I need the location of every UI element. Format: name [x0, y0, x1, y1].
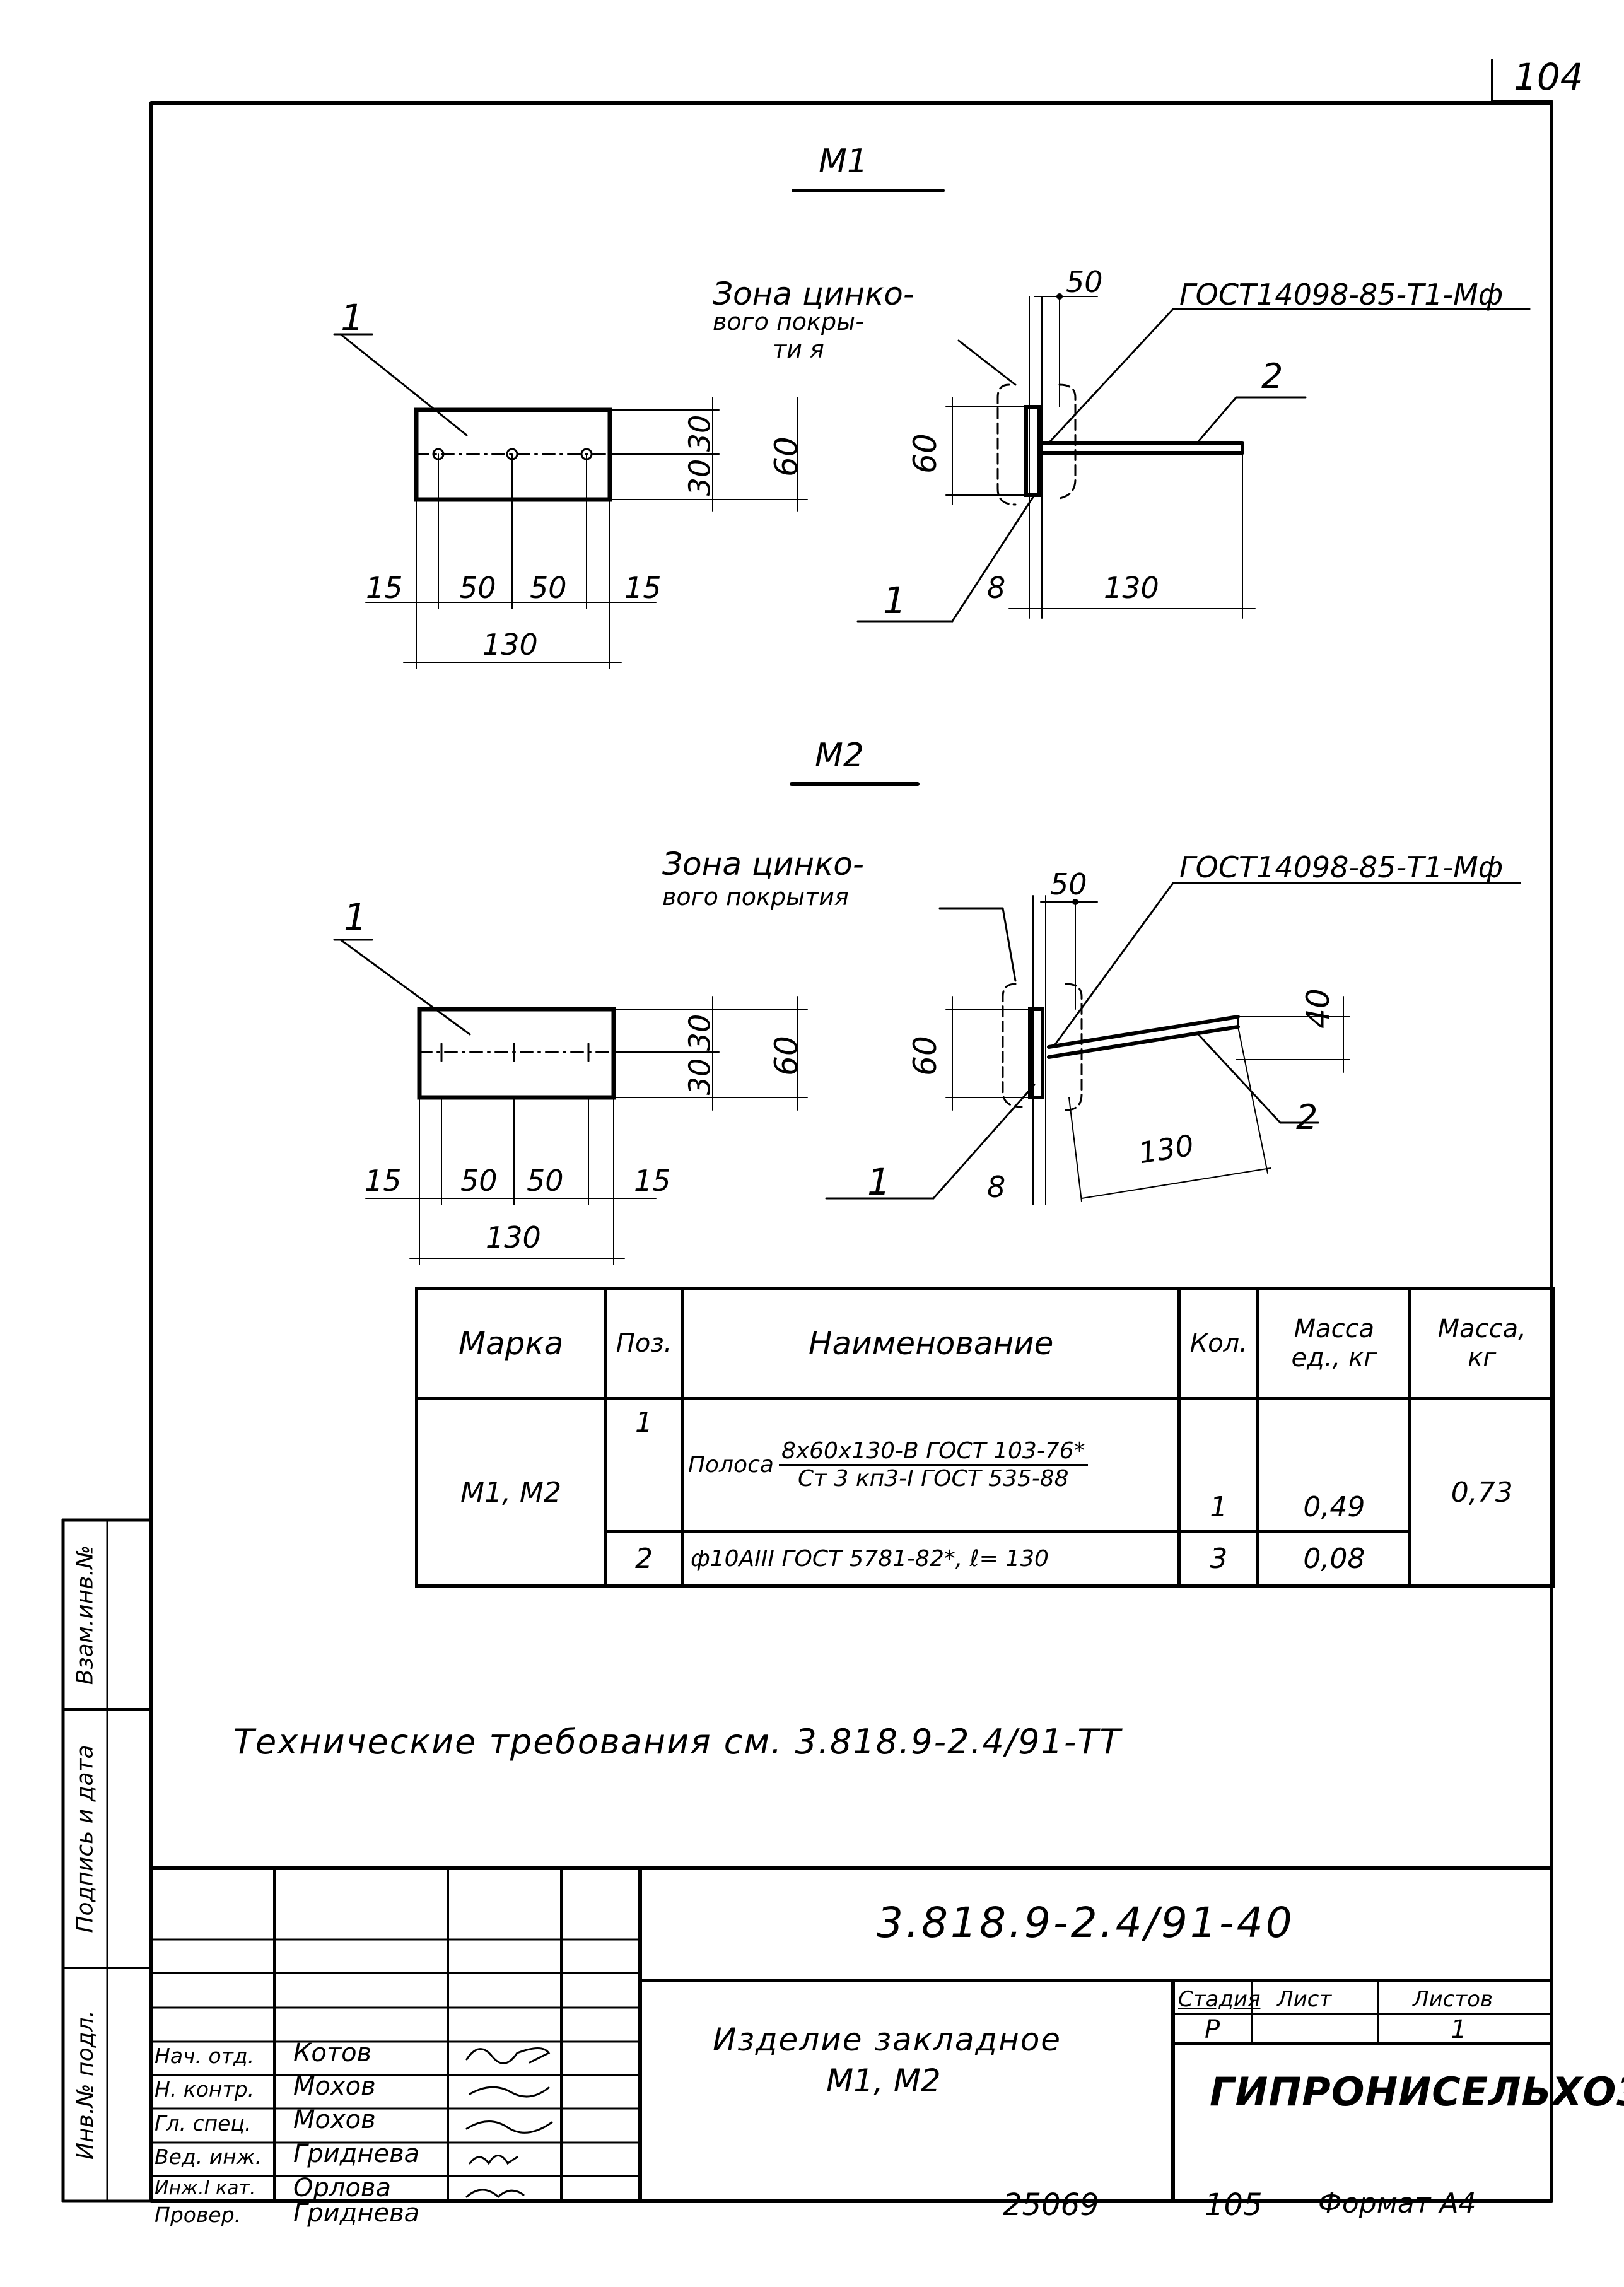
role-0: Нач. отд.	[155, 2044, 255, 2068]
header-mass-unit-line2: ед., кг	[1291, 1343, 1377, 1372]
m1-zone-line2: вого покры-	[713, 308, 864, 336]
cell-name-1: Полоса 8x60x130-В ГОСТ 103-76* Ст 3 кп3-…	[681, 1397, 1181, 1533]
m2-plan-pos1: 1	[344, 896, 367, 939]
side-stamp-replaced-inv-label: Взам.инв.№	[72, 1545, 98, 1685]
m1-dim-v60: 60	[768, 436, 805, 477]
m2-dim-130: 130	[486, 1220, 541, 1255]
role-1: Н. контр.	[155, 2077, 255, 2102]
name-1-bottom: Ст 3 кп3-I ГОСТ 535-88	[797, 1466, 1069, 1492]
product-name-line2: М1, М2	[826, 2062, 941, 2099]
name-1-top: 8x60x130-В ГОСТ 103-76*	[778, 1438, 1088, 1466]
m1-side-dim-8: 8	[987, 571, 1006, 605]
m1-dim-v30b: 30	[682, 459, 717, 496]
organization-name: ГИПРОНИСЕЛЬХОЗ	[1210, 2069, 1624, 2115]
name-1-prefix: Полоса	[687, 1452, 774, 1478]
header-qty: Кол.	[1177, 1287, 1260, 1400]
m2-title: М2	[815, 737, 864, 775]
cell-qty-2: 3	[1177, 1530, 1260, 1588]
role-4: Инж.I кат.	[155, 2177, 256, 2199]
m1-zone-line3: ти я	[773, 336, 824, 363]
m2-side-dim-60: 60	[906, 1036, 943, 1076]
header-mark: Марка	[414, 1287, 607, 1400]
m2-dim-v60: 60	[768, 1036, 805, 1076]
cell-mass-unit-2: 0,08	[1256, 1530, 1412, 1588]
person-3: Гриднева	[293, 2139, 420, 2168]
m2-dim-v30a: 30	[682, 1014, 717, 1051]
side-stamp-inv-original-label: Инв.№ подл.	[72, 2009, 98, 2160]
cell-mass-unit-1: 0,49	[1256, 1397, 1412, 1533]
side-stamp-signature-date-label: Подпись и дата	[72, 1744, 98, 1933]
sheets-label: Листов	[1413, 1987, 1493, 2012]
m1-side-pos1: 1	[883, 579, 906, 622]
header-pos: Поз.	[604, 1287, 684, 1400]
stage-label: Стадия	[1178, 1987, 1261, 2012]
m2-dim-50a: 50	[460, 1164, 498, 1198]
m1-dim-50b: 50	[530, 571, 567, 605]
m2-pos2: 2	[1296, 1097, 1318, 1137]
m2-dim-15a: 15	[365, 1164, 402, 1198]
m1-pos2: 2	[1261, 356, 1283, 396]
person-1: Мохов	[293, 2072, 376, 2101]
side-stamp-inv-original: Инв.№ подл.	[63, 1968, 107, 2201]
m2-side-dim-50: 50	[1050, 867, 1087, 901]
m1-zone-label: Зона цинко- вого покры- ти я	[713, 276, 914, 363]
m2-zone-line2: вого покрытия	[662, 883, 849, 911]
m1-side-dim-50: 50	[1066, 265, 1103, 299]
m1-side-dim-130: 130	[1104, 571, 1159, 605]
person-5: Гриднева	[293, 2199, 420, 2228]
cell-name-2: ф10АIII ГОСТ 5781-82*, ℓ= 130	[681, 1530, 1181, 1588]
m1-dim-v30a: 30	[682, 414, 717, 452]
header-mass-line2: кг	[1468, 1343, 1497, 1372]
m1-zone-line1: Зона цинко-	[713, 276, 914, 312]
footer-format: Формат А4	[1318, 2187, 1476, 2220]
header-mass-unit: Масса ед., кг	[1256, 1287, 1412, 1400]
m2-side-dim-8: 8	[987, 1170, 1006, 1204]
stage-value: Р	[1205, 2015, 1220, 2044]
role-5: Провер.	[155, 2202, 242, 2227]
m1-side-dim-60: 60	[906, 433, 943, 474]
m1-dim-130: 130	[482, 628, 538, 662]
m1-dim-50a: 50	[459, 571, 496, 605]
signatures-image	[465, 2047, 553, 2199]
person-4: Орлова	[293, 2173, 391, 2202]
cell-qty-1: 1	[1177, 1397, 1260, 1533]
spec-table: Марка Поз. Наименование Кол. Масса ед., …	[414, 1287, 1555, 1588]
m2-gost-weld: ГОСТ14098-85-Т1-Мф	[1179, 850, 1504, 884]
cell-pos-1: 1	[604, 1397, 684, 1533]
side-stamp-replaced-inv: Взам.инв.№	[63, 1520, 107, 1709]
m1-plan-pos1: 1	[341, 296, 364, 339]
sheet-number: 104	[1514, 56, 1584, 98]
m1-dim-15a: 15	[366, 571, 403, 605]
header-mass-line1: Масса,	[1437, 1314, 1526, 1343]
header-mass-unit-line1: Масса	[1294, 1314, 1375, 1343]
sheets-value: 1	[1451, 2015, 1467, 2044]
cell-mark: М1, М2	[414, 1397, 607, 1588]
role-3: Вед. инж.	[155, 2144, 262, 2169]
doc-code: 3.818.9-2.4/91-40	[877, 1898, 1295, 1947]
side-stamp-signature-date: Подпись и дата	[63, 1709, 107, 1968]
m2-zone-line1: Зона цинко-	[662, 846, 864, 882]
footer-page: 105	[1205, 2187, 1263, 2223]
person-2: Мохов	[293, 2105, 376, 2134]
person-0: Котов	[293, 2038, 372, 2068]
cell-pos-2: 2	[604, 1530, 684, 1588]
role-2: Гл. спец.	[155, 2111, 252, 2136]
m2-dim-50b: 50	[527, 1164, 564, 1198]
m2-zone-label: Зона цинко- вого покрытия	[662, 845, 864, 911]
m1-gost-weld: ГОСТ14098-85-Т1-Мф	[1179, 278, 1504, 312]
m1-title: М1	[819, 143, 868, 180]
m2-dim-v30b: 30	[682, 1058, 717, 1096]
header-name: Наименование	[681, 1287, 1181, 1400]
m1-dim-15b: 15	[624, 571, 662, 605]
tech-requirements: Технические требования см. 3.818.9-2.4/9…	[233, 1722, 1122, 1762]
product-name-line1: Изделие закладное	[713, 2021, 1062, 2058]
m2-side-pos1: 1	[867, 1161, 891, 1203]
m2-side-dim-40: 40	[1299, 988, 1336, 1029]
cell-mass-total: 0,73	[1408, 1397, 1555, 1588]
footer-number: 25069	[1003, 2187, 1099, 2223]
sheet-label: Лист	[1277, 1987, 1332, 2012]
m2-dim-15b: 15	[634, 1164, 671, 1198]
header-mass: Масса, кг	[1408, 1287, 1555, 1400]
